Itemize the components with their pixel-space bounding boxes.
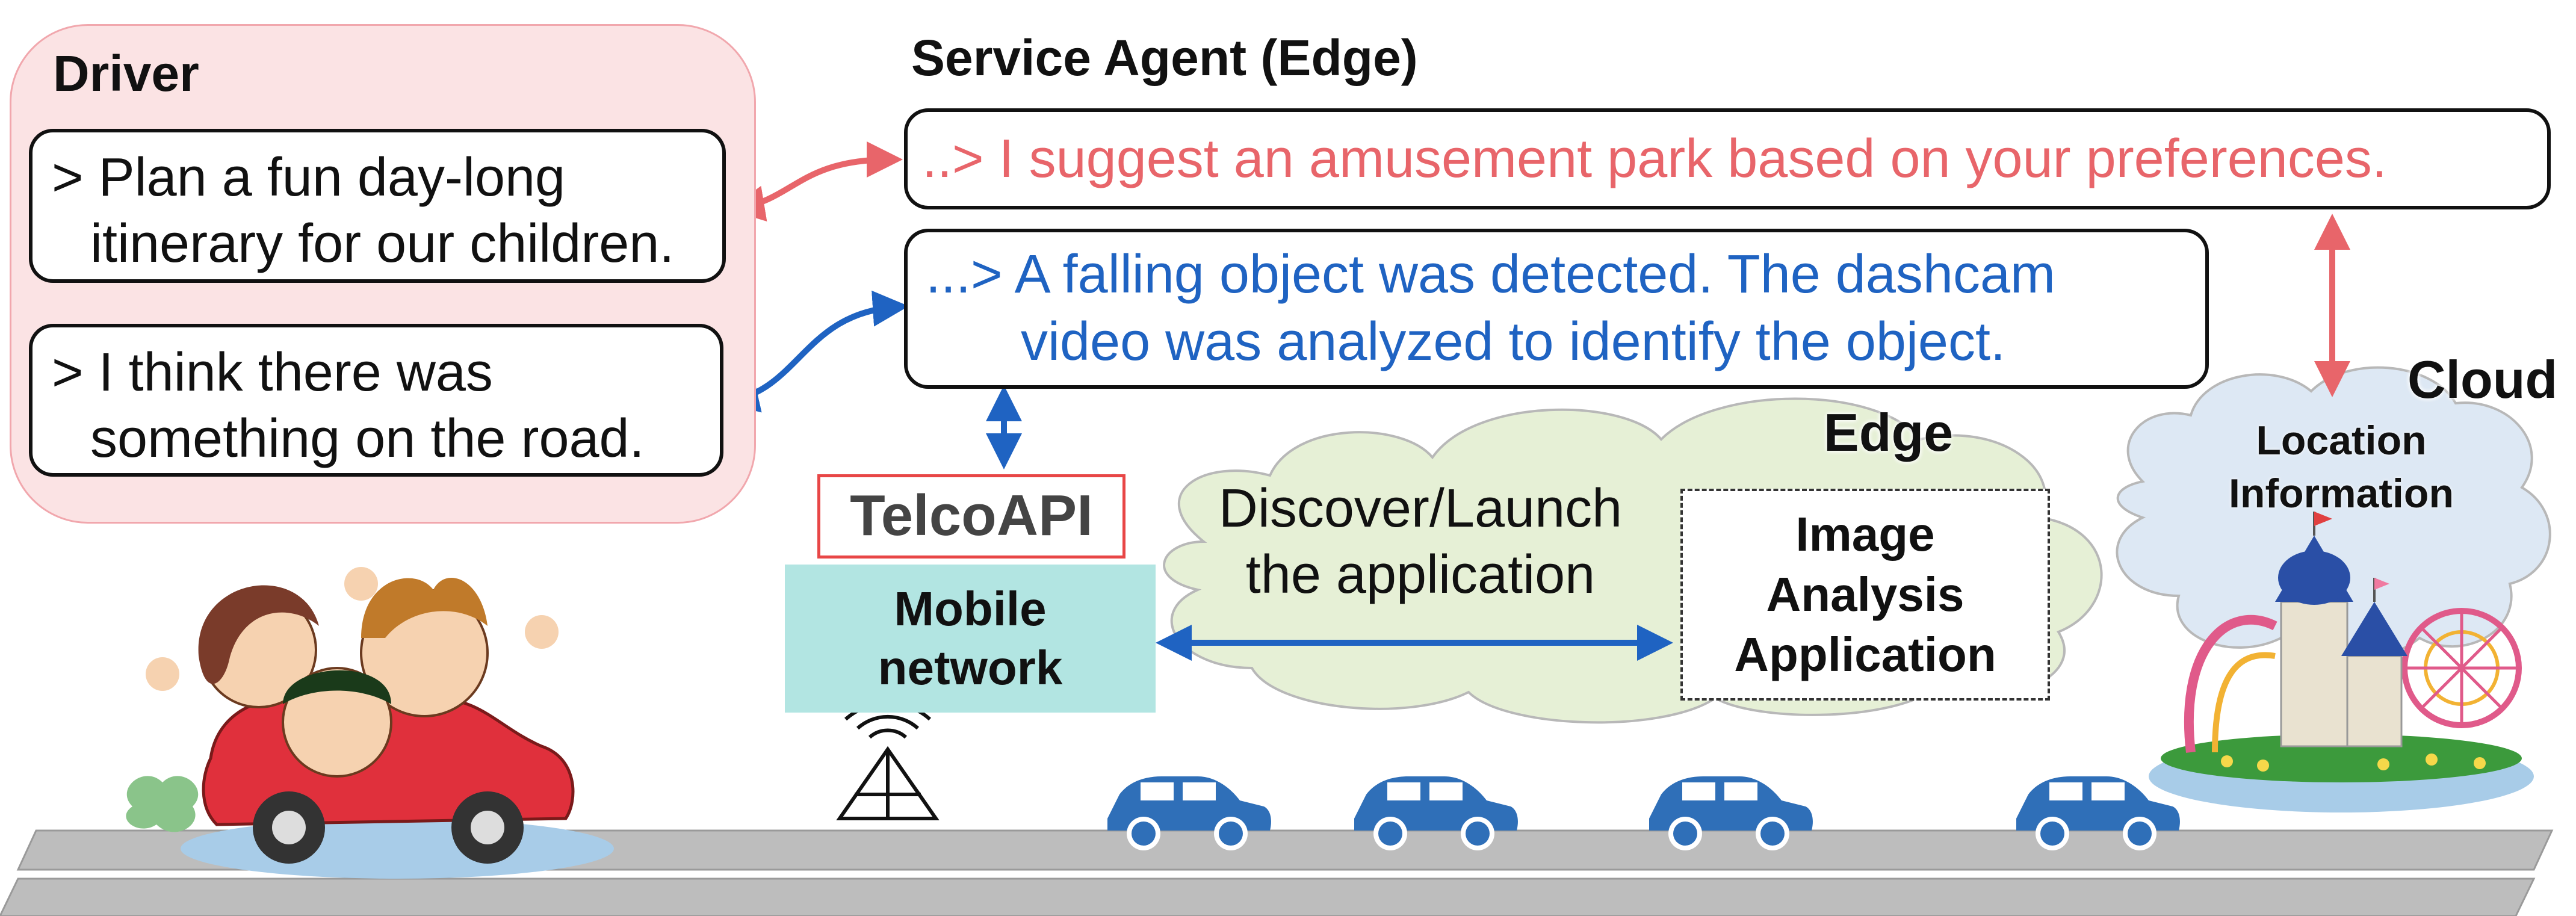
edge-label: Edge: [1824, 403, 1954, 462]
agent-response-falling-object: ...> A falling object was detected. The …: [904, 229, 2209, 389]
discover-launch-line1: Discover/Launch: [1218, 478, 1623, 539]
agent-response-amusement-text: ..> I suggest an amusement park based on…: [922, 129, 2387, 189]
mobile-network-box: Mobile network: [785, 565, 1156, 713]
discover-launch-line2: the application: [1245, 545, 1596, 605]
agent-response-amusement: ..> I suggest an amusement park based on…: [904, 108, 2551, 209]
mobile-network-line2: network: [878, 641, 1063, 695]
image-app-line3: Application: [1734, 628, 1996, 681]
driver-request-road-line1: > I think there was: [52, 342, 493, 403]
agent-response-falling-object-line1: ...> A falling object was detected. The …: [926, 244, 2055, 305]
driver-request-road: > I think there was something on the roa…: [29, 324, 723, 477]
cloud-label: Cloud: [2407, 350, 2558, 409]
driver-request-itinerary: > Plan a fun day-long itinerary for our …: [29, 129, 726, 283]
driver-request-itinerary-line2: itinerary for our children.: [90, 214, 675, 274]
road: [0, 829, 2554, 916]
road-cars: [1107, 776, 2180, 850]
red-arrow-driver-agent: [728, 141, 903, 221]
location-info-line2: Information: [2229, 471, 2454, 516]
cloud-shape: [2116, 366, 2551, 662]
agent-response-falling-object-line2: video was analyzed to identify the objec…: [1021, 312, 2005, 372]
driver-request-road-line2: something on the road.: [90, 409, 645, 469]
driver-title: Driver: [53, 45, 199, 102]
image-app-line1: Image: [1795, 507, 1935, 561]
amusement-park-illustration: [2149, 512, 2534, 812]
image-app-line2: Analysis: [1766, 568, 1965, 621]
telco-api-box: TelcoAPI: [817, 474, 1125, 559]
mobile-network-line1: Mobile: [894, 582, 1047, 636]
discover-launch-label: Discover/Launch the application: [1180, 475, 1661, 608]
service-agent-title: Service Agent (Edge): [911, 29, 1418, 86]
family-car-illustration: [126, 567, 614, 879]
location-info-line1: Location: [2256, 418, 2427, 463]
location-information-label: Location Information: [2191, 414, 2492, 520]
antenna-tower-icon: [836, 701, 940, 820]
image-analysis-application-box: Image Analysis Application: [1680, 489, 2050, 701]
driver-request-itinerary-line1: > Plan a fun day-long: [52, 147, 566, 208]
blue-arrow-driver-agent: [722, 290, 909, 413]
